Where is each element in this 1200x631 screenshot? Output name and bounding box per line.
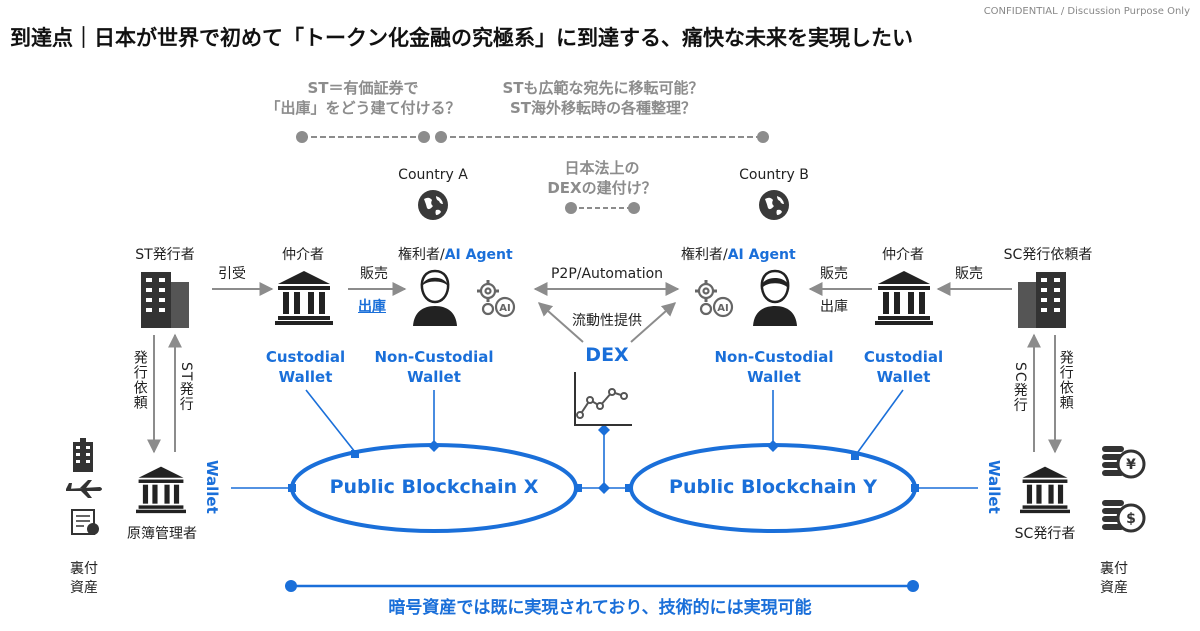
skyscraper-icon	[73, 438, 93, 472]
noncustodial-left-line-2: Wallet	[407, 368, 461, 387]
rights-holder-left-label: 権利者/AI Agent	[398, 247, 513, 264]
person-icon	[413, 269, 457, 326]
liquidity-label: 流動性提供	[572, 313, 642, 329]
st-issuer-label: ST発行者	[135, 247, 195, 263]
chart-icon	[574, 372, 632, 426]
question-3-line-1: 日本法上の	[564, 159, 640, 177]
question-2-line-1: STも広範な宛先に移転可能？	[502, 79, 704, 97]
noncustodial-right-line-2: Wallet	[747, 368, 801, 387]
question-3-line-2: DEXの建付け？	[547, 179, 657, 198]
question-dashed-line-1	[296, 131, 430, 143]
document-icon	[71, 509, 99, 535]
arrow-label-shukko-right: 出庫	[820, 299, 848, 315]
question-dashed-line-3	[565, 202, 640, 214]
ai-gear-icon: AI	[477, 280, 516, 318]
coin-yen-icon: ¥	[1102, 446, 1146, 479]
ai-agent-left-text: AI Agent	[444, 247, 513, 263]
blockchain-y-label: Public Blockchain Y	[669, 476, 877, 498]
arrow-liquidity-right	[630, 302, 677, 343]
question-1: ST＝有価証券で 「出庫」をどう建て付ける？	[248, 78, 478, 119]
bottom-line-dot-right	[907, 580, 919, 592]
backing-right-line-1: 裏付	[1100, 561, 1128, 577]
country-a-label: Country A	[398, 167, 468, 183]
custodial-right-line-1: Custodial	[863, 348, 944, 366]
svg-text:AI: AI	[717, 303, 728, 314]
arrow-label-hanbai-left: 販売	[360, 266, 388, 282]
shukko-link-left: 出庫	[358, 299, 386, 315]
ai-agent-right-text: AI Agent	[727, 247, 796, 263]
arrow-label-hanbai-right-2: 販売	[955, 266, 983, 282]
bank-icon	[136, 466, 186, 514]
confidential-label: CONFIDENTIAL / Discussion Purpose Only	[983, 6, 1190, 17]
building-icon	[1018, 272, 1066, 328]
dex-label: DEX	[585, 344, 629, 366]
blockchain-x-label: Public Blockchain X	[329, 476, 539, 498]
airplane-icon	[66, 480, 102, 498]
sc-requester-label: SC発行依頼者	[1003, 247, 1093, 263]
p2p-automation-label: P2P/Automation	[550, 266, 664, 282]
arrow-liquidity-left	[537, 302, 584, 343]
bank-icon	[875, 271, 933, 325]
issue-request-left-label: 発行依頼	[131, 350, 148, 410]
custodial-right-line-2: Wallet	[876, 368, 931, 387]
arrow-label-hikiuke: 引受	[218, 266, 246, 282]
person-icon	[753, 269, 797, 326]
page-title: 到達点｜日本が世界で初めて「トークン化金融の究極系」に到達する、痛快な未来を実現…	[10, 26, 913, 50]
backing-left-line-2: 資産	[70, 579, 98, 596]
bottom-statement: 暗号資産では既に実現されており、技術的には実現可能	[388, 598, 812, 618]
intermediary-right-label: 仲介者	[882, 247, 924, 263]
custodial-wallet-left: Custodial Wallet	[248, 347, 363, 388]
globe-icon	[418, 190, 448, 220]
custodial-left-line-1: Custodial	[265, 348, 346, 366]
connection-diamonds	[288, 424, 919, 494]
svg-text:$: $	[1126, 511, 1136, 527]
st-issue-left-label: ST発行	[177, 362, 194, 412]
registry-manager-label: 原簿管理者	[127, 526, 197, 542]
wallet-left-label: Wallet	[203, 460, 221, 514]
question-1-line-2: 「出庫」をどう建て付ける？	[265, 99, 461, 118]
question-2: STも広範な宛先に移転可能？ ST海外移転時の各種整理？	[478, 78, 728, 119]
rights-holder-left-text: 権利者/	[398, 247, 445, 263]
question-1-line-1: ST＝有価証券で	[307, 79, 419, 97]
globe-icon	[759, 190, 789, 220]
intermediary-left-label: 仲介者	[282, 247, 324, 263]
backing-asset-right: 裏付 資産	[1094, 560, 1134, 598]
svg-text:AI: AI	[499, 303, 510, 314]
noncustodial-wallet-right: Non-Custodial Wallet	[704, 347, 844, 388]
question-dashed-line-2	[435, 131, 769, 143]
noncustodial-left-line-1: Non-Custodial	[374, 348, 494, 366]
bank-icon	[1020, 466, 1070, 514]
issue-request-right-label: 発行依頼	[1057, 350, 1074, 410]
question-3: 日本法上の DEXの建付け？	[532, 158, 672, 199]
sc-issuer-label: SC発行者	[1014, 526, 1076, 542]
backing-left-line-1: 裏付	[70, 561, 98, 577]
question-2-line-2: ST海外移転時の各種整理？	[509, 99, 697, 118]
country-b-label: Country B	[739, 167, 809, 183]
arrow-label-hanbai-right-1: 販売	[820, 266, 848, 282]
bank-icon	[275, 271, 333, 325]
rights-holder-right-text: 権利者/	[681, 247, 728, 263]
noncustodial-wallet-left: Non-Custodial Wallet	[364, 347, 504, 388]
sc-issue-right-label: SC発行	[1011, 362, 1028, 413]
svg-text:¥: ¥	[1126, 457, 1136, 473]
backing-right-line-2: 資産	[1100, 579, 1128, 596]
rights-holder-right-label: 権利者/AI Agent	[681, 247, 796, 264]
blue-connectors	[231, 389, 978, 588]
custodial-wallet-right: Custodial Wallet	[846, 347, 961, 388]
ai-gear-icon: AI	[695, 280, 734, 318]
building-icon	[141, 272, 189, 328]
backing-asset-left: 裏付 資産	[64, 560, 104, 598]
wallet-right-label: Wallet	[985, 460, 1003, 514]
custodial-left-line-2: Wallet	[278, 368, 333, 387]
bottom-line-dot-left	[285, 580, 297, 592]
coin-dollar-icon: $	[1102, 500, 1146, 533]
noncustodial-right-line-1: Non-Custodial	[714, 348, 834, 366]
